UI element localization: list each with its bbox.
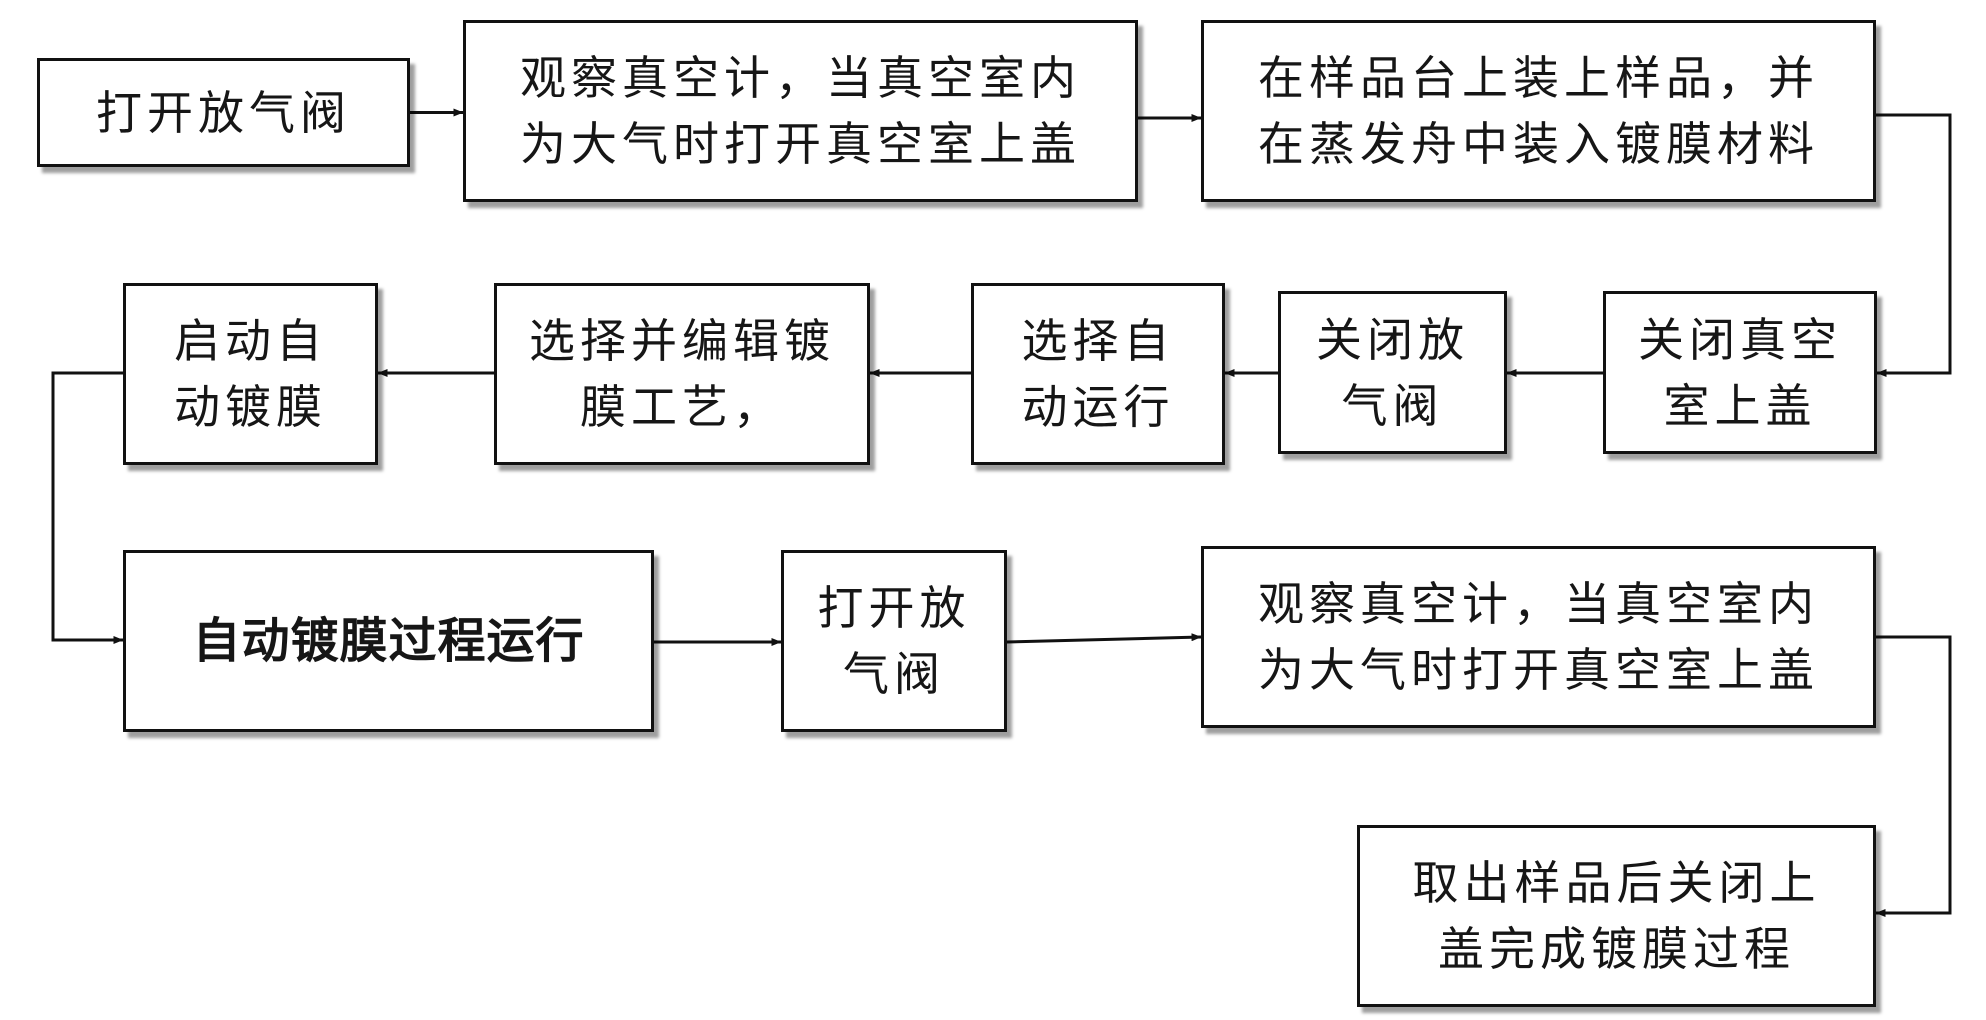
step-close-vent-valve: 关闭放 气阀	[1278, 291, 1507, 454]
arrow-s8-to-s9	[51, 371, 124, 644]
step-check-gauge-open-lid-again: 观察真空计，当真空室内 为大气时打开真空室上盖	[1201, 546, 1876, 728]
step-open-vent-valve-again: 打开放 气阀	[781, 550, 1007, 732]
step-select-edit-process: 选择并编辑镀 膜工艺，	[494, 283, 870, 465]
step-auto-coating-run: 自动镀膜过程运行	[123, 550, 654, 732]
step-open-vent-valve: 打开放气阀	[37, 58, 410, 167]
step-close-chamber-lid: 关闭真空 室上盖	[1603, 291, 1877, 454]
step-start-auto-coating: 启动自 动镀膜	[123, 283, 378, 465]
arrow-s3-to-s4	[1876, 113, 1952, 377]
step-load-sample-and-material: 在样品台上装上样品，并 在蒸发舟中装入镀膜材料	[1201, 20, 1876, 202]
step-check-gauge-open-lid: 观察真空计，当真空室内 为大气时打开真空室上盖	[463, 20, 1138, 202]
arrow-s11-to-s12	[1875, 635, 1952, 917]
connector-group	[51, 108, 1952, 917]
arrow-s10-to-s11	[1006, 633, 1202, 644]
step-select-auto-run: 选择自 动运行	[971, 283, 1225, 465]
step-remove-sample-finish: 取出样品后关闭上 盖完成镀膜过程	[1357, 825, 1876, 1007]
